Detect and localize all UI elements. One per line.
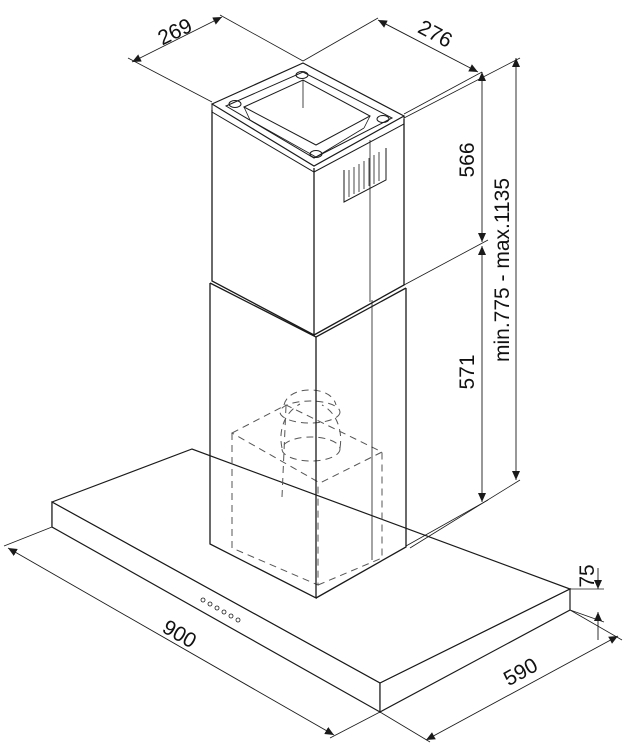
dim-label-900: 900 [158, 616, 200, 653]
mount-hole [228, 100, 242, 108]
canopy [51, 448, 572, 714]
duct-outlet-rim [224, 71, 394, 159]
lower-chimney-top-edge [209, 282, 407, 338]
dim-label-75: 75 [576, 564, 599, 587]
mount-hole [309, 150, 323, 158]
dim-canopy-thickness: 75 [569, 564, 605, 640]
mount-hole [376, 115, 390, 123]
chimney [209, 62, 407, 600]
upper-chimney-front [211, 110, 315, 337]
dim-label-566: 566 [456, 142, 479, 177]
dim-verticals: 566 571 min.775 - max.1135 [403, 57, 521, 549]
mount-hole [295, 71, 309, 79]
dim-label-total-height: min.775 - max.1135 [491, 178, 514, 362]
dim-label-276: 276 [414, 16, 456, 53]
dim-label-269: 269 [154, 14, 196, 50]
vent-slots [343, 148, 387, 203]
dim-label-571: 571 [456, 354, 479, 389]
dim-label-590: 590 [500, 654, 542, 691]
lower-chimney-side [315, 288, 407, 599]
